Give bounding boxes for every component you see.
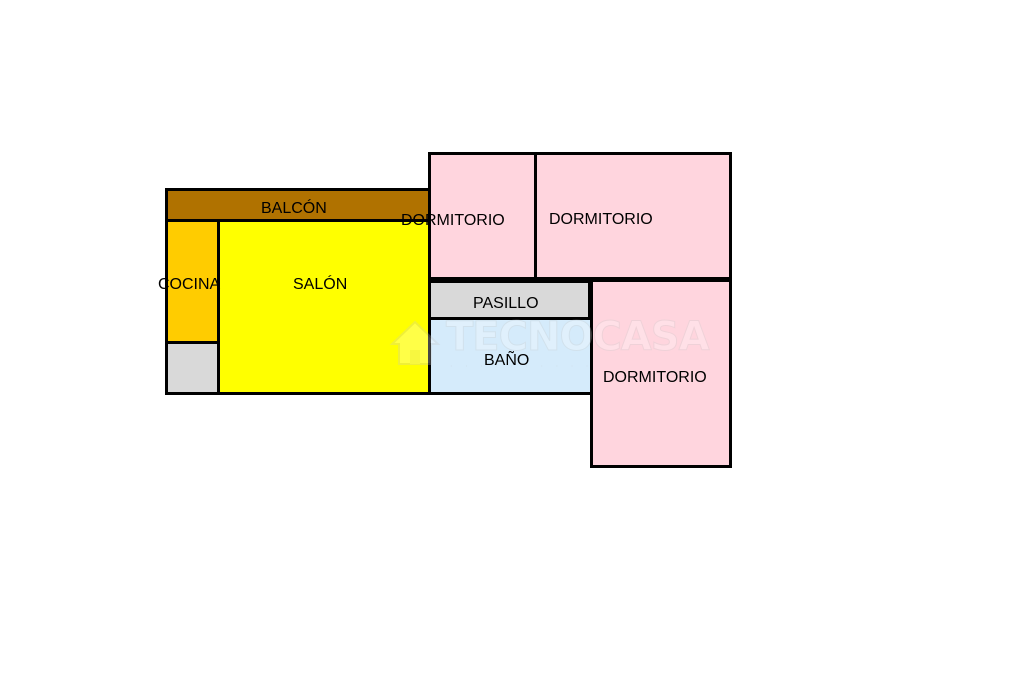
room-cocina: [165, 219, 220, 344]
label-bano: BAÑO: [484, 352, 530, 369]
house-icon: [389, 320, 441, 365]
room-salon: [217, 219, 431, 395]
label-balcon: BALCÓN: [261, 200, 327, 217]
watermark-subtext: · · · · · · · · · ·: [450, 362, 594, 371]
tecnocasa-watermark: TECNOCASA · · · · · · · · · ·: [388, 312, 710, 378]
room-dormitorio-2: [534, 152, 732, 280]
room-storage: [165, 341, 220, 395]
label-pasillo: PASILLO: [473, 295, 539, 312]
watermark-brand: TECNOCASA: [446, 314, 711, 361]
label-salon: SALÓN: [293, 276, 348, 293]
room-dormitorio-3: [590, 279, 732, 468]
label-dormitorio-2: DORMITORIO: [549, 211, 653, 228]
label-dormitorio-1: DORMITORIO: [401, 212, 505, 229]
room-bano: [428, 317, 594, 395]
label-cocina: COCINA: [158, 276, 221, 293]
label-dormitorio-3: DORMITORIO: [603, 369, 707, 386]
